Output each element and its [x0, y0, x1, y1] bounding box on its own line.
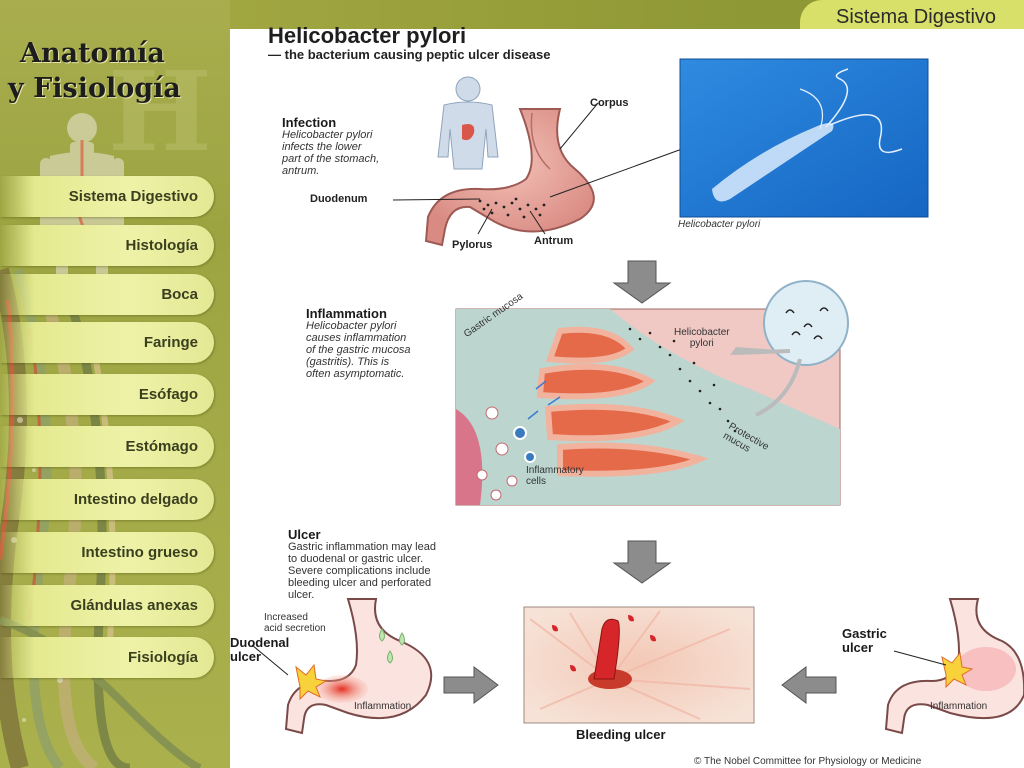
label-helicobacter-pylori: Helicobacter pylori [674, 327, 730, 349]
label-inflammation-right: Inflammation [930, 701, 988, 712]
stomach-infection-illustration [392, 102, 683, 247]
ulcer-text-line: Severe complications include [288, 565, 431, 577]
inflammation-text-line: of the gastric mucosa [306, 344, 411, 356]
label-duodenum: Duodenum [310, 193, 368, 205]
ulcer-text-line: to duodenal or gastric ulcer. [288, 553, 424, 565]
label-increased-acid: Increased acid secretion [264, 612, 326, 634]
figure-subtitle: — the bacterium causing peptic ulcer dis… [268, 47, 551, 62]
course-title-line1: Anatomía [20, 38, 165, 69]
figure-title: Helicobacter pylori [268, 23, 467, 48]
nav-histologia[interactable]: Histología [0, 225, 214, 266]
label-increased-line: acid secretion [264, 623, 326, 634]
ulcer-text-line: ulcer. [288, 589, 315, 601]
nav-intestino-delgado[interactable]: Intestino delgado [0, 479, 214, 520]
inflammation-text-line: often asymptomatic. [306, 368, 405, 380]
pointer-line [251, 644, 289, 676]
gastric-mucosa-illustration [455, 280, 849, 506]
infection-text-line: antrum. [282, 165, 320, 177]
label-hp-line: pylori [689, 338, 714, 349]
right-arrow-icon [443, 666, 499, 704]
gastric-ulcer-illustration [884, 598, 1024, 735]
label-duodenal-line: Duodenal [230, 635, 290, 650]
label-hp-line: Helicobacter [674, 327, 730, 338]
nav-intestino-grueso[interactable]: Intestino grueso [0, 532, 214, 573]
human-figure-illustration [437, 76, 499, 170]
label-gastric-line: Gastric [842, 626, 887, 641]
inflammation-text-line: (gastritis). This is [306, 356, 390, 368]
svg-text:H: H [108, 47, 212, 176]
h-pylori-figure: Helicobacter pylori — the bacterium caus… [230, 23, 1024, 768]
label-duodenal-line: ulcer [230, 649, 262, 664]
ulcer-text: Gastric inflammation may lead to duodena… [288, 541, 436, 601]
label-duodenal-ulcer: Duodenal ulcer [230, 636, 289, 664]
ulcer-text-line: bleeding ulcer and perforated [288, 577, 432, 589]
infection-text-line: part of the stomach, [282, 153, 380, 165]
down-arrow-icon [612, 260, 672, 304]
label-gastric-ulcer: Gastric ulcer [842, 627, 887, 655]
inflammation-heading: Inflammation [306, 306, 387, 321]
copyright-note: © The Nobel Committee for Physiology or … [694, 756, 922, 767]
duodenal-ulcer-illustration [284, 598, 433, 735]
label-corpus: Corpus [590, 97, 629, 109]
inflammation-text: Helicobacter pylori causes inflammation … [306, 320, 411, 380]
label-inflammatory-cells: Inflammatory cells [526, 465, 584, 487]
nav-glandulas-anexas[interactable]: Glándulas anexas [0, 585, 214, 626]
inflammation-text-line: Helicobacter pylori [306, 320, 397, 332]
infection-text-line: infects the lower [282, 141, 362, 153]
down-arrow-icon [612, 540, 672, 584]
infection-text: Helicobacter pylori infects the lower pa… [282, 129, 379, 177]
label-inflam-line: cells [526, 476, 547, 487]
nav-faringe[interactable]: Faringe [0, 322, 214, 363]
bleeding-ulcer-illustration [523, 606, 755, 724]
h-pylori-micrograph [679, 58, 929, 218]
course-title-line2: y Fisiología [8, 73, 181, 104]
sidebar: H Anatomía y Fisiología Sistema Digestiv… [0, 0, 230, 768]
micrograph-caption: Helicobacter pylori [678, 219, 761, 230]
label-inflam-line: Inflammatory [526, 465, 584, 476]
nav-esofago[interactable]: Esófago [0, 374, 214, 415]
label-increased-line: Increased [264, 612, 308, 623]
infection-text-line: Helicobacter pylori [282, 129, 373, 141]
nav-sistema-digestivo[interactable]: Sistema Digestivo [0, 176, 214, 217]
infection-heading: Infection [282, 115, 337, 130]
nav-boca[interactable]: Boca [0, 274, 214, 315]
ulcer-text-line: Gastric inflammation may lead [288, 541, 436, 553]
label-antrum: Antrum [534, 235, 574, 247]
course-title: Anatomía y Fisiología [8, 36, 181, 106]
figure-illustration [251, 58, 1024, 735]
label-bleeding-ulcer: Bleeding ulcer [576, 727, 666, 742]
label-gastric-line: ulcer [842, 640, 874, 655]
ulcer-heading: Ulcer [288, 527, 321, 542]
label-inflammation-left: Inflammation [354, 701, 412, 712]
label-pylorus: Pylorus [452, 239, 493, 251]
inflammation-text-line: causes inflammation [306, 332, 407, 344]
section-tab[interactable]: Sistema Digestivo [800, 0, 1024, 29]
left-arrow-icon [781, 666, 837, 704]
nav-fisiologia[interactable]: Fisiología [0, 637, 214, 678]
nav-estomago[interactable]: Estómago [0, 426, 214, 467]
